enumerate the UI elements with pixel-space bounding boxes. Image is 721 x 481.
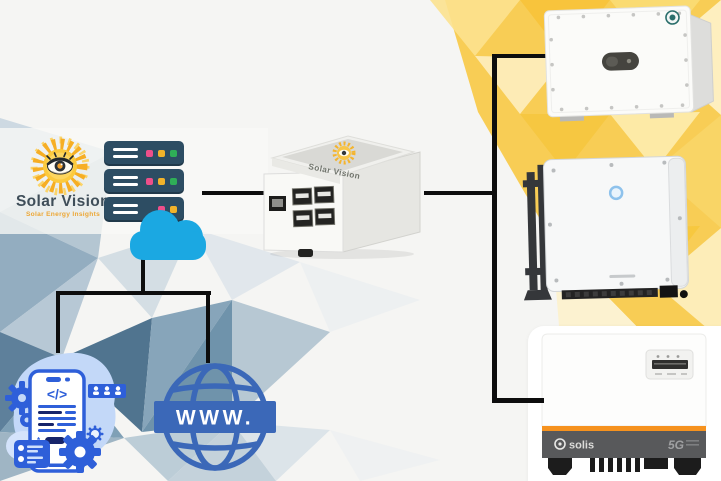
www-globe-icon: WWW.	[154, 363, 276, 471]
status-led-pink	[158, 206, 165, 213]
data-logger-device: Solar Vision	[263, 135, 421, 259]
www-banner	[154, 401, 276, 433]
code-icon: </>	[47, 386, 67, 402]
solis-dark-section	[542, 431, 706, 458]
bottom-connectors	[561, 285, 688, 300]
line-to-app	[56, 291, 60, 353]
line-branch-top-inverter	[492, 54, 546, 58]
screws	[547, 160, 682, 286]
ethernet-port	[269, 196, 286, 211]
server-line	[113, 155, 138, 158]
status-led-green	[170, 150, 177, 157]
server-line	[113, 148, 138, 151]
usb-ports	[291, 185, 336, 228]
5g-badge: 5G	[668, 438, 699, 452]
logger-label-sun-icon	[332, 141, 356, 165]
server-line	[113, 204, 138, 207]
logger-sd-tab	[298, 249, 313, 257]
line-branch-horizontal	[56, 291, 211, 295]
brand-name: Solar Vision	[15, 193, 111, 210]
5g-badge-text: 5G	[668, 438, 684, 452]
line-server-to-logger	[202, 191, 264, 195]
cloud-icon	[130, 210, 206, 260]
status-led-pink	[146, 150, 153, 157]
solis-feet-connectors	[548, 458, 701, 475]
status-led-amber	[158, 150, 165, 157]
list-card-icon	[14, 440, 50, 468]
pill-button	[45, 437, 65, 444]
home-bar	[48, 463, 68, 467]
led-indicator	[608, 185, 624, 201]
status-led-amber	[170, 206, 177, 213]
line-branch-bottom-inverter	[492, 398, 544, 403]
status-led-amber	[158, 178, 165, 185]
users-badge-icon	[88, 384, 126, 398]
line-cloud-stem	[141, 252, 145, 294]
www-label: WWW.	[176, 407, 254, 430]
orange-stripe	[542, 426, 706, 431]
solis-display-panel	[645, 349, 694, 380]
screws	[549, 11, 689, 112]
status-led-pink	[146, 178, 153, 185]
status-led-green	[170, 178, 177, 185]
brand-text-smudge	[609, 274, 636, 279]
server-unit	[104, 169, 184, 194]
mounting-bracket	[522, 164, 552, 301]
server-line	[113, 176, 138, 179]
line-trunk-vertical	[492, 54, 497, 403]
server-line	[113, 211, 138, 214]
server-line	[113, 183, 138, 186]
sun-eye-icon	[30, 136, 90, 196]
line-to-web	[206, 291, 210, 363]
inverter-middle	[522, 155, 689, 301]
text-lines	[38, 405, 76, 432]
gear-icon-large	[59, 431, 101, 473]
inverter-display	[601, 52, 639, 71]
inverter-top	[543, 5, 714, 122]
solis-logo: solis	[554, 438, 594, 452]
phone-notch	[46, 377, 61, 382]
solar-vision-logo: Solar Vision Solar Energy Insights	[8, 136, 118, 218]
app-illustration: </> *	[5, 352, 126, 473]
inverter-bottom-solis: solis 5G	[541, 333, 707, 475]
solis-brand-text: solis	[569, 440, 594, 452]
brand-tagline: Solar Energy Insights	[25, 211, 101, 219]
server-unit	[104, 141, 184, 166]
line-logger-to-trunk	[424, 191, 496, 195]
